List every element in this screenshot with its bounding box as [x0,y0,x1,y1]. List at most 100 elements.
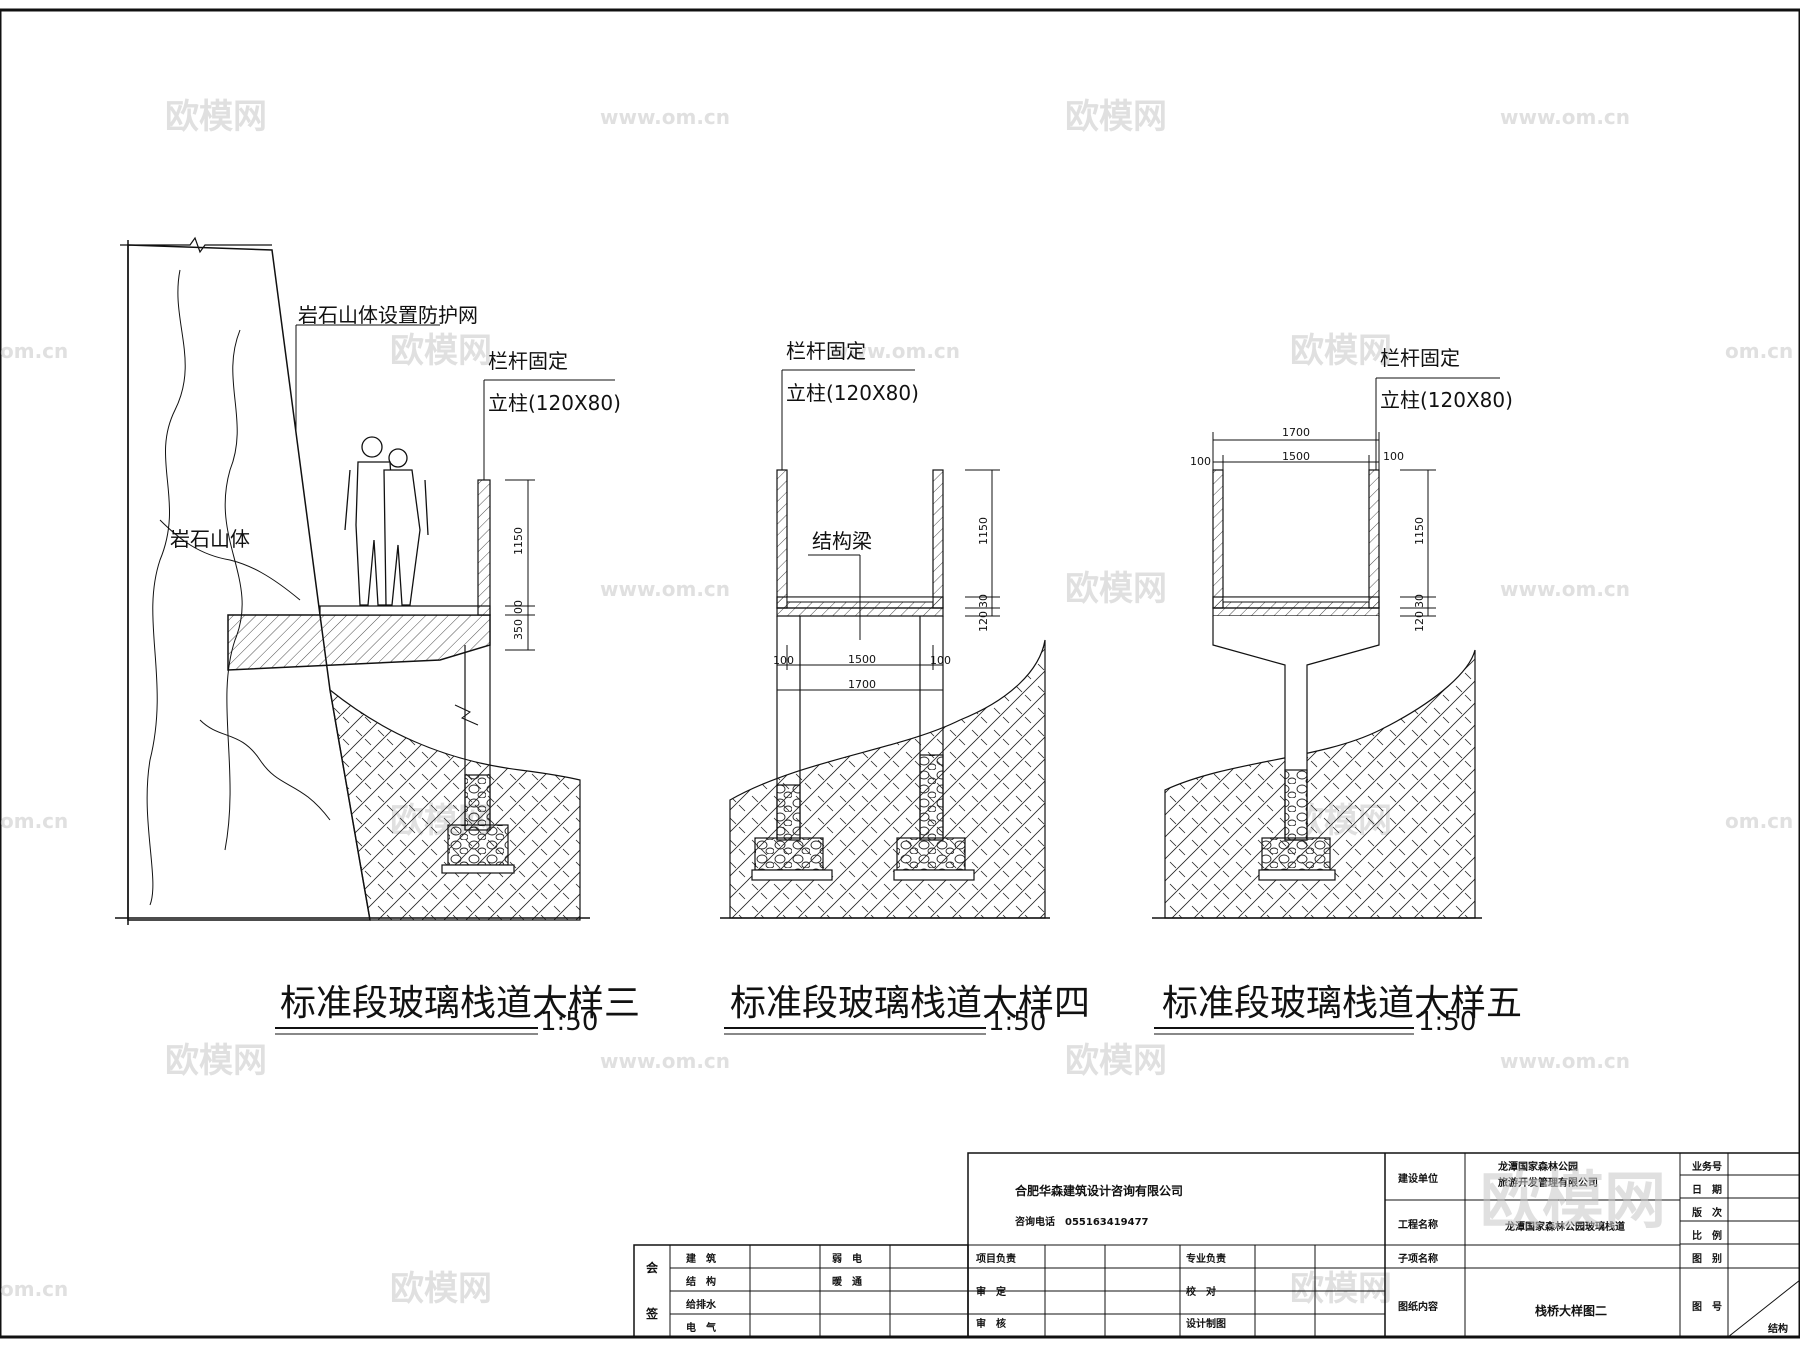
rock-crack [159,519,301,601]
note-protection-net: 岩石山体设置防护网 [298,303,478,327]
watermark-url-partial: om.cn [1725,809,1793,833]
note-rock-mass: 岩石山体 [170,527,250,551]
right-label: 日 期 [1692,1183,1722,1196]
watermark-url: www.om.cn [600,1049,730,1073]
dim-label: 120 [977,611,990,632]
dim-label: 1150 [977,517,990,545]
role-label: 校 对 [1186,1285,1216,1298]
railing-post-left [776,469,788,609]
watermark-brand: 欧模网 [1290,331,1392,371]
detail-5: 栏杆固定 立柱(120X80) 1700 1500 100 100 1150 3… [1152,346,1522,1037]
role-label: 设计制图 [1186,1317,1226,1330]
dim-label: 1150 [1413,517,1426,545]
watermark-url: www.om.cn [600,577,730,601]
dim-label: 100 [1383,450,1404,463]
note-structural-beam: 结构梁 [812,529,872,553]
people-figure [344,436,429,606]
company-name: 合肥华森建筑设计咨询有限公司 [1015,1183,1183,1198]
rock-crack [146,269,186,906]
dim-label: 1150 [512,527,525,555]
watermark-brand: 欧模网 [1290,1269,1392,1309]
sign-row: 暖 通 [832,1275,862,1288]
sign-header: 会 [646,1260,659,1275]
dim-label: 00 [512,600,525,614]
stone-column [1284,769,1308,841]
cantilever-slab [227,614,491,671]
company-phone: 咨询电话 055163419477 [1015,1215,1149,1228]
stone-column [464,774,491,831]
watermark-url-partial: om.cn [0,809,68,833]
glass-deck [1222,596,1370,603]
watermark-brand: 欧模网 [165,1041,267,1081]
footing-base [751,869,833,881]
footing-base [441,864,515,874]
railing-post [477,479,491,616]
watermark-url: www.om.cn [600,105,730,129]
glass-deck [319,605,491,616]
detail-title: 标准段玻璃栈道大样四 [730,983,1090,1024]
watermark-brand: 欧模网 [1065,97,1167,137]
dim-label: 1700 [848,678,876,691]
stone-footing [754,837,824,871]
railing-post-right [1368,469,1380,609]
watermark-brand: 欧模网 [390,331,492,371]
detail-scale: 1:50 [540,1007,598,1037]
dim-label: 100 [773,654,794,667]
project-label: 工程名称 [1398,1218,1438,1231]
dim-label: 100 [1190,455,1211,468]
watermark-brand: 欧模网 [1065,1041,1167,1081]
rock-mass [127,244,371,921]
soil-fill [329,688,581,921]
stone-footing [1261,837,1331,871]
note-railing-2: 立柱(120X80) [488,391,621,415]
soil-fill [1164,649,1476,919]
railing-post-left [1212,469,1224,609]
watermark-url-partial: om.cn [0,339,68,363]
watermark-url: www.om.cn [830,339,960,363]
sign-row: 建 筑 [685,1252,716,1265]
note-railing-2: 立柱(120X80) [786,381,919,405]
detail-4: 栏杆固定 立柱(120X80) 结构梁 1150 30 120 100 1500… [720,339,1090,1037]
corner-mark: 结构 [1768,1322,1788,1335]
watermark-url-partial: om.cn [1725,339,1793,363]
sign-header: 签 [645,1306,659,1321]
right-label: 图 号 [1692,1301,1722,1313]
railing-post-right [932,469,944,609]
role-label: 审 定 [976,1285,1006,1298]
rock-crack [199,719,331,821]
role-label: 专业负责 [1186,1252,1226,1265]
sign-row: 弱 电 [832,1252,862,1265]
sign-row: 电 气 [686,1321,716,1334]
detail-title: 标准段玻璃栈道大样五 [1162,983,1522,1024]
subitem-label: 子项名称 [1398,1252,1438,1265]
dim-label: 350 [512,619,525,640]
watermark-url: www.om.cn [1500,1049,1630,1073]
right-label: 版 次 [1692,1206,1722,1219]
stone-footing [447,824,509,866]
note-railing-1: 栏杆固定 [1380,346,1460,370]
watermark-brand: 欧模网 [1065,569,1167,609]
content-label: 图纸内容 [1398,1300,1438,1313]
footing-base [1258,869,1336,881]
title-block-text: 合肥华森建筑设计咨询有限公司 咨询电话 055163419477 会 签 建 筑… [645,1160,1788,1335]
footing-base [893,869,975,881]
note-railing-1: 栏杆固定 [488,349,568,373]
watermark-brand: 欧模网 [165,97,267,137]
rock-crack [224,329,243,851]
stone-footing [896,837,966,871]
watermark-logo: 欧模网 [1480,1164,1666,1237]
break-mark [454,704,479,726]
note-railing-2: 立柱(120X80) [1380,388,1513,412]
client-value: 旅游开发管理有限公司 [1498,1176,1598,1189]
dim-label: 1500 [1282,450,1310,463]
dim-label: 100 [930,654,951,667]
right-label: 图 别 [1692,1252,1722,1265]
watermark-url: www.om.cn [1500,105,1630,129]
dim-label: 1700 [1282,426,1310,439]
right-label: 比 例 [1692,1229,1722,1242]
detail-title: 标准段玻璃栈道大样三 [280,983,640,1024]
dim-label: 30 [1413,594,1426,608]
sign-row: 结 构 [686,1275,716,1288]
project-value: 龙潭国家森林公园玻璃栈道 [1504,1220,1625,1233]
